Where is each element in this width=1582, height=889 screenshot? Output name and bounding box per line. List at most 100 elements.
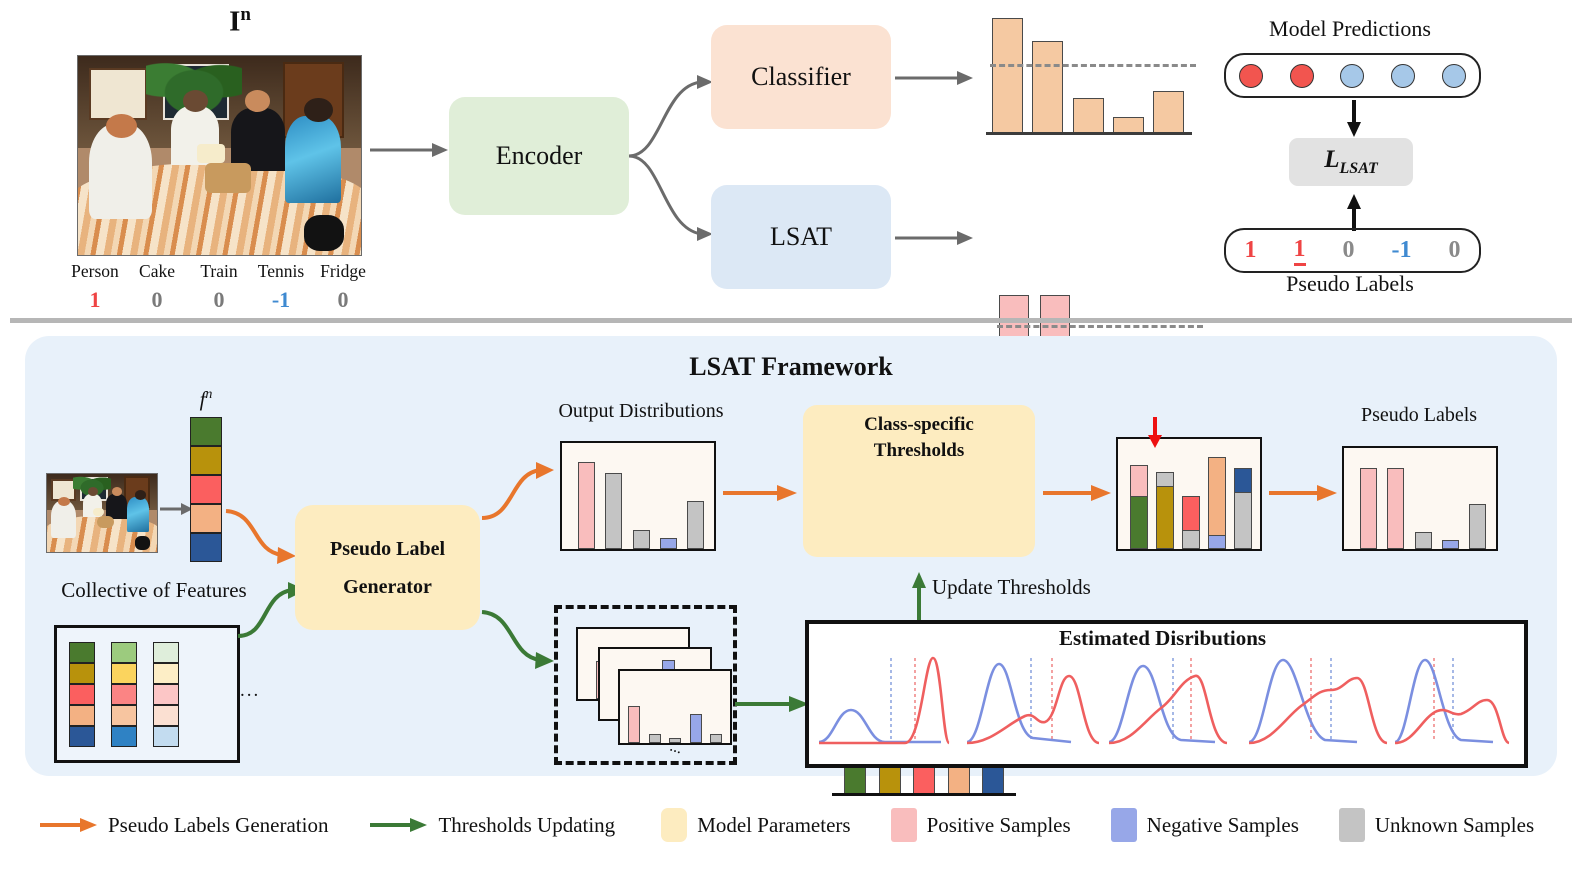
chart-bar [632, 529, 650, 549]
pseudo-labels-box: 1 1 0 -1 0 [1224, 228, 1481, 273]
class-name: Tennis [257, 261, 305, 281]
prediction-dot-positive [1239, 63, 1264, 88]
pseudo-label-value: -1 [1391, 237, 1412, 263]
legend-label: Pseudo Labels Generation [108, 812, 329, 837]
feature-vector [190, 417, 222, 562]
output-distributions-title: Output Distributions [558, 400, 724, 422]
feature-cell [190, 446, 222, 475]
encoder-label: Encoder [495, 141, 583, 170]
pseudo-label-generator-block[interactable]: Pseudo Label Generator [295, 505, 480, 630]
prediction-dot-positive [1289, 63, 1314, 88]
class-name: Train [200, 261, 238, 281]
threshold-comparison-chart [1116, 417, 1262, 551]
feature-cell [190, 475, 222, 504]
classifier-label: Classifier [751, 62, 851, 91]
arrow-update-thresholds [912, 572, 926, 620]
stack-card-front [618, 669, 732, 745]
classifier-block[interactable]: Classifier [711, 25, 891, 129]
legend-label: Unknown Samples [1374, 812, 1535, 837]
chart-bar [659, 538, 677, 549]
arrow-photo-to-encoder [370, 143, 448, 157]
chart-bar [1469, 503, 1486, 549]
chart-bar [1387, 468, 1405, 549]
input-image-title: In [150, 4, 330, 39]
pseudo-labels-title: Pseudo Labels [1286, 271, 1414, 296]
positive-samples-swatch [890, 808, 917, 842]
stacked-bar [1156, 472, 1174, 549]
arrow-generator-to-output-distributions [481, 462, 554, 520]
class-value-row: 1 0 0 -1 0 [64, 287, 374, 313]
arrow-predictions-to-loss [1347, 100, 1361, 137]
final-pseudo-labels-chart [1342, 446, 1498, 551]
class-value: -1 [271, 287, 291, 312]
pseudo-label-value: 0 [1448, 237, 1461, 263]
chart-bar [992, 18, 1023, 135]
chart-bar [605, 472, 623, 549]
arrow-output-to-thresholds [723, 485, 797, 501]
framework-pseudo-labels-title: Pseudo Labels [1360, 404, 1478, 426]
arrow-stack-to-estimated [735, 696, 809, 712]
loss-label: LLSAT [1324, 146, 1378, 177]
pseudo-label-value: 1 [1244, 237, 1257, 263]
chart-bar [689, 714, 702, 743]
classifier-output-chart [986, 18, 1196, 135]
dist-group-3 [1108, 658, 1228, 745]
input-photo-thumbnail [46, 473, 158, 553]
legend-label: Negative Samples [1146, 812, 1299, 837]
framework-title: LSAT Framework [689, 352, 893, 381]
update-thresholds-label: Update Thresholds [932, 575, 1091, 599]
legend-item-thresholds-updating: Thresholds Updating [370, 813, 615, 838]
arrow-lsat-to-chart [895, 231, 973, 245]
model-parameters-swatch [661, 808, 688, 842]
lsat-block[interactable]: LSAT [711, 185, 891, 289]
prediction-dot-negative [1391, 63, 1416, 88]
dist-group-4 [1248, 658, 1388, 745]
arrow-classifier-to-chart [895, 71, 973, 85]
output-distributions-chart [560, 441, 716, 551]
arrow-feature-to-generator [225, 509, 296, 564]
prediction-dot-negative [1441, 63, 1466, 88]
dist-group-5 [1394, 658, 1510, 745]
legend-label: Model Parameters [697, 812, 851, 837]
estimated-distributions-title: Estimated Disributions [1058, 626, 1267, 650]
input-photo [77, 55, 362, 256]
encoder-block[interactable]: Encoder [449, 97, 629, 215]
legend-item-positive-samples: Positive Samples [890, 808, 1071, 842]
chart-bar [1441, 539, 1459, 549]
prediction-dot-negative [1340, 63, 1365, 88]
legend-item-pseudo-labels-generation: Pseudo Labels Generation [40, 813, 328, 838]
class-value: 0 [337, 287, 349, 312]
chart-bar [1360, 468, 1377, 549]
model-predictions-box [1224, 53, 1481, 98]
input-image-title-superscript: n [240, 4, 251, 25]
chart-bar [648, 734, 661, 743]
estimated-distributions-plot [818, 656, 1510, 745]
stacked-bar [1208, 456, 1226, 549]
collective-of-features-title: Collective of Features [61, 578, 247, 602]
encoder-branch-arrows [628, 75, 713, 241]
features-ellipsis: ... [240, 680, 261, 701]
collective-of-features-box [54, 625, 240, 763]
section-divider [10, 318, 1572, 323]
class-specific-thresholds-block[interactable] [803, 405, 1035, 557]
dist-group-1 [818, 656, 951, 745]
feature-cell [190, 417, 222, 446]
legend: Pseudo Labels Generation Thresholds Upda… [0, 800, 1582, 850]
chart-bar [1072, 97, 1104, 135]
class-name: Cake [139, 261, 175, 281]
chart-bar [1414, 531, 1432, 549]
pseudo-label-value-updated: 1 [1293, 236, 1306, 266]
chart-bar [669, 737, 681, 743]
generator-label-line1: Pseudo Label [329, 537, 446, 560]
arrow-thresholds-to-comparison [1043, 485, 1111, 501]
legend-item-model-parameters: Model Parameters [661, 808, 851, 842]
stacked-bar [1182, 496, 1200, 549]
feature-column [153, 641, 179, 747]
feature-column [111, 641, 137, 747]
chart-bar [710, 733, 722, 743]
threshold-dashed-line [990, 64, 1196, 68]
legend-item-negative-samples: Negative Samples [1110, 808, 1299, 842]
input-image-title-text: I [229, 5, 241, 38]
chart-axis [986, 132, 1192, 135]
